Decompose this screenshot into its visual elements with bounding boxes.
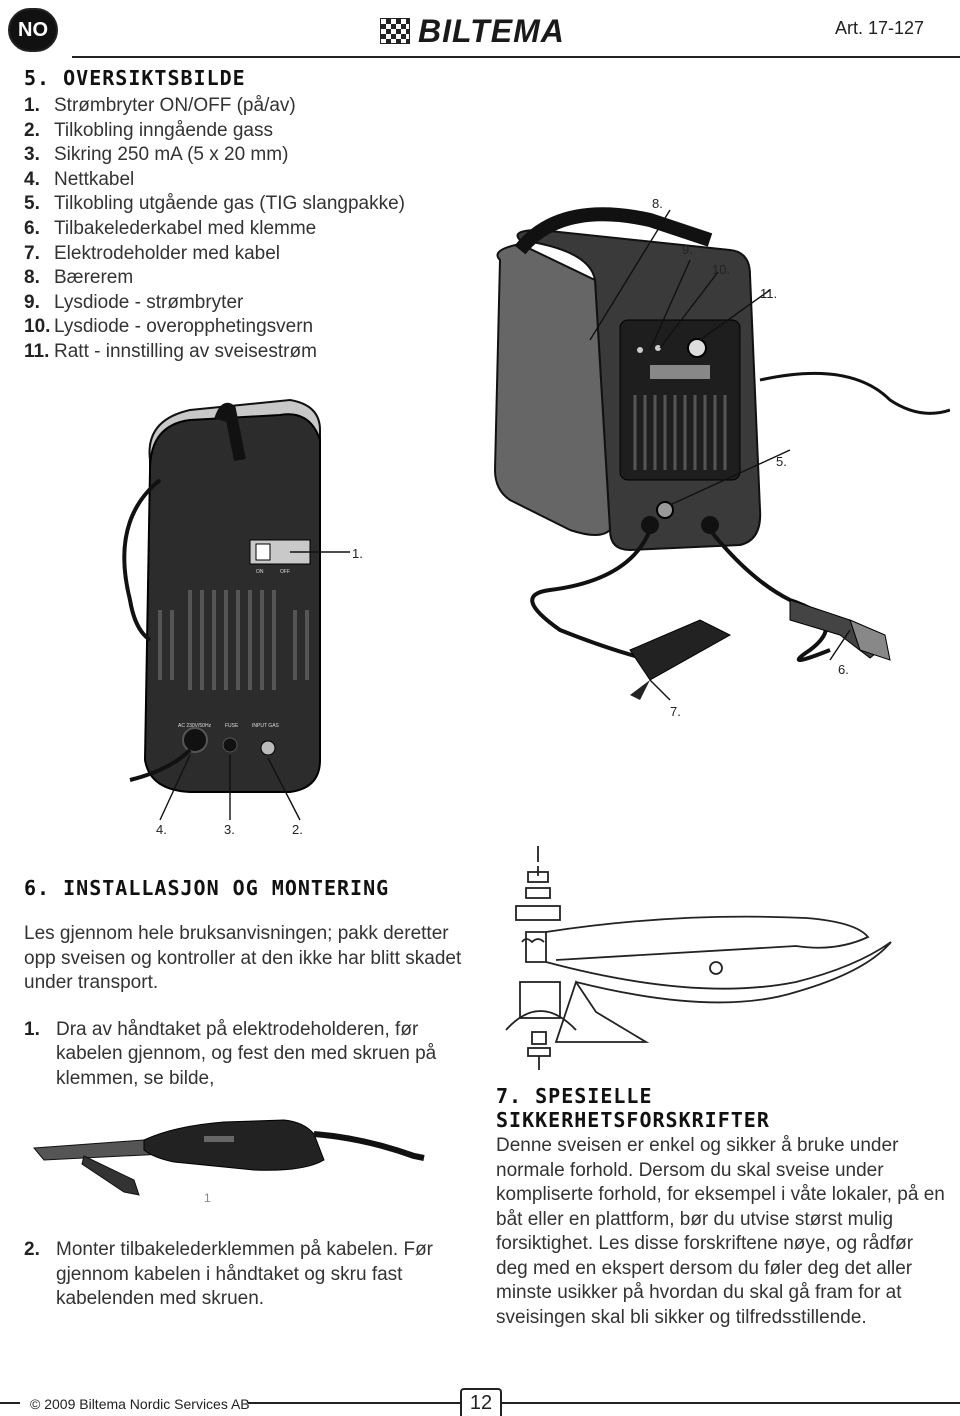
list-item: 9. Lysdiode - strømbryter (24, 291, 464, 316)
section-title-line1: 7. SPESIELLE (496, 1084, 653, 1108)
item-text: Bærerem (54, 267, 134, 289)
overview-list: 1. Strømbryter ON/OFF (på/av) 2. Tilkoblin… (24, 94, 464, 365)
list-item: 5. Tilkobling utgående gas (TIG slangpakk… (24, 192, 464, 217)
electrode-holder-illustration: 1 (32, 1119, 425, 1205)
ground-clamp-diagram (505, 846, 892, 1070)
item-number: 6. (24, 217, 40, 239)
list-item: 8. Bærerem (24, 266, 464, 291)
section-safety: 7. SPESIELLE SIKKERHETSFORSKRIFTER Denne… (496, 1084, 946, 1330)
welder-overview-illustration: ON OFF AC 230V/50Hz FUSE INPUT GAS (122, 207, 950, 821)
list-item: 2. Tilkobling inngående gass (24, 119, 464, 144)
step-text: Monter tilbakelederklemmen på kabelen. F… (56, 1239, 434, 1309)
list-item: 4. Nettkabel (24, 168, 464, 193)
step-2: 2. Monter tilbakelederklemmen på kabelen… (24, 1238, 464, 1312)
callout-5: 5. (776, 454, 787, 469)
item-text: Tilbakelederkabel med klemme (54, 217, 317, 239)
step-text: Dra av håndtaket på elektrodeholderen, f… (56, 1018, 437, 1089)
item-text: Elektrodeholder med kabel (54, 242, 281, 264)
footer-divider (248, 1402, 960, 1404)
rear-off-label: OFF (280, 569, 290, 575)
item-number: 7. (24, 242, 40, 264)
language-badge: NO (8, 8, 58, 52)
item-text: Lysdiode - overopphetingsvern (54, 316, 314, 338)
rear-fuse-label: FUSE (225, 723, 239, 729)
list-item: 7. Elektrodeholder med kabel (24, 242, 464, 267)
item-text: Tilkobling utgående gas (TIG slangpakke) (54, 193, 405, 215)
callout-8: 8. (652, 196, 663, 211)
section-title-line2: SIKKERHETSFORSKRIFTER (496, 1108, 770, 1132)
welder-front-unit (493, 207, 950, 700)
callout-7: 7. (670, 704, 681, 719)
callout-2: 2. (292, 822, 303, 837)
language-label: NO (18, 18, 48, 41)
callout-9: 9. (682, 242, 693, 257)
list-item: 6. Tilbakelederkabel med klemme (24, 217, 464, 242)
item-number: 11. (24, 340, 50, 362)
footer-divider-left (0, 1402, 20, 1404)
item-number: 2. (24, 119, 40, 141)
callout-3: 3. (224, 822, 235, 837)
rear-input-label: INPUT GAS (252, 723, 280, 729)
safety-text: Denne sveisen er enkel og sikker å bruke… (496, 1135, 945, 1328)
callout-10: 10. (712, 262, 731, 277)
callout-4: 4. (156, 822, 167, 837)
section-overview: 5. OVERSIKTSBILDE 1. Strømbryter ON/OFF (… (24, 66, 464, 365)
list-item: 10.Lysdiode - overopphetingsvern (24, 315, 464, 340)
callout-leaders (159, 209, 851, 821)
intro-text: Les gjennom hele bruksanvisningen; pakk … (24, 923, 462, 993)
item-text: Tilkobling inngående gass (54, 119, 274, 141)
callout-6: 6. (838, 662, 849, 677)
step-number: 2. (24, 1239, 40, 1260)
section-installation: 6. INSTALLASJON OG MONTERING Les gjennom… (24, 876, 464, 1091)
item-text: Lysdiode - strømbryter (54, 291, 244, 313)
header-divider (72, 56, 960, 58)
item-number: 4. (24, 168, 40, 190)
list-item: 11.Ratt - innstilling av sveisestrøm (24, 340, 464, 365)
item-number: 1. (24, 95, 40, 116)
list-item: 1. Strømbryter ON/OFF (på/av) (24, 94, 464, 119)
article-number: Art. 17-127 (834, 18, 924, 38)
item-text: Ratt - innstilling av sveisestrøm (54, 340, 317, 362)
item-text: Nettkabel (54, 168, 135, 190)
list-item: 3. Sikring 250 mA (5 x 20 mm) (24, 143, 464, 168)
holder-mark: 1 (204, 1191, 211, 1205)
item-number: 8. (24, 267, 40, 289)
item-number: 9. (24, 291, 40, 313)
item-number: 3. (24, 144, 40, 166)
checkered-flag-icon (380, 18, 410, 44)
section-title: 6. INSTALLASJON OG MONTERING (24, 876, 390, 900)
step-1: 1. Dra av håndtaket på elektrodeholderen… (24, 1018, 464, 1092)
rear-ac-label: AC 230V/50Hz (178, 723, 212, 729)
copyright-text: © 2009 Biltema Nordic Services AB (30, 1396, 250, 1412)
brand-name: BILTEMA (418, 12, 565, 49)
page-number: 12 (462, 1392, 500, 1416)
brand-logo: BILTEMA (380, 12, 565, 49)
callout-11: 11. (760, 286, 778, 301)
item-text: Sikring 250 mA (5 x 20 mm) (54, 144, 289, 166)
item-text: Strømbryter ON/OFF (på/av) (54, 95, 296, 116)
item-number: 5. (24, 193, 40, 215)
step-number: 1. (24, 1018, 40, 1040)
item-number: 10. (24, 316, 51, 338)
welder-rear-unit: ON OFF AC 230V/50Hz FUSE INPUT GAS (122, 398, 321, 793)
rear-on-label: ON (256, 569, 264, 575)
section-title: 5. OVERSIKTSBILDE (24, 66, 246, 90)
callout-1: 1. (352, 546, 363, 561)
